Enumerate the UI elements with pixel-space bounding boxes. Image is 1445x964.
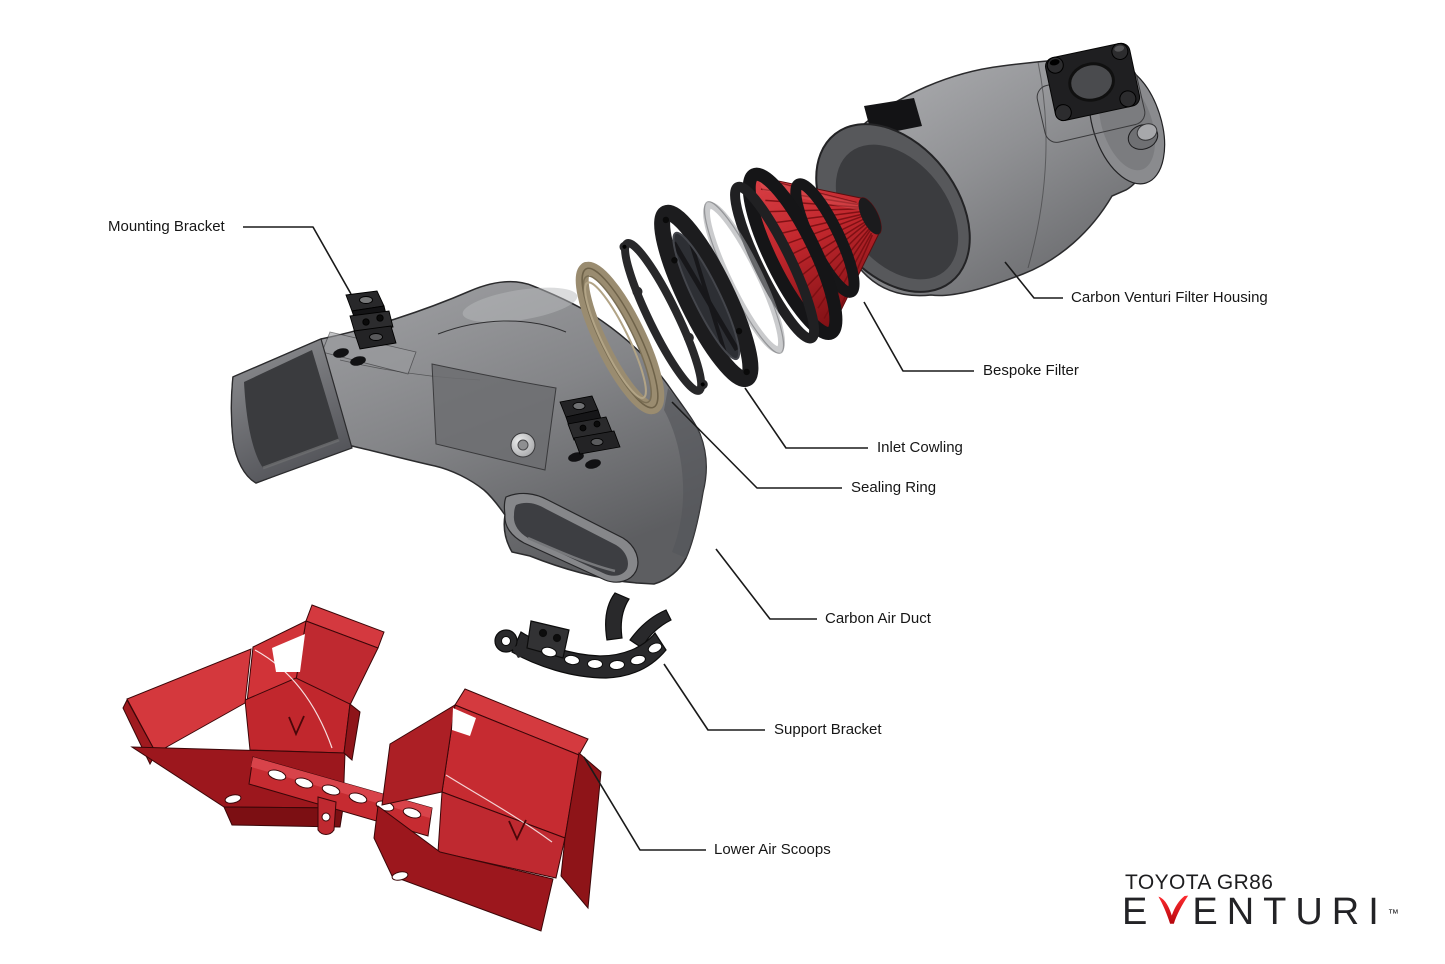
label-mounting-bracket: Mounting Bracket — [108, 218, 225, 235]
label-inlet-cowling: Inlet Cowling — [877, 439, 963, 456]
leader-sealing-ring — [671, 401, 842, 489]
label-carbon-air-duct: Carbon Air Duct — [825, 610, 931, 627]
carbon-air-duct-part — [230, 280, 707, 585]
leader-mounting-bracket — [243, 226, 352, 295]
label-sealing-ring: Sealing Ring — [851, 479, 937, 496]
carbon-venturi-filter-housing-part — [815, 42, 1166, 297]
lower-air-scoop-right — [373, 688, 602, 932]
label-carbon-venturi-filter-housing: Carbon Venturi Filter Housing — [1071, 289, 1268, 306]
mounting-bracket-part — [345, 290, 397, 350]
brand-logo: E ENTURI ™ — [1122, 893, 1399, 933]
eventuri-v-icon — [1158, 895, 1189, 924]
leader-bespoke-filter — [863, 301, 974, 372]
support-bracket-part — [494, 592, 672, 679]
leader-support-bracket — [663, 663, 765, 731]
inlet-cowling-part — [619, 181, 820, 395]
brand-letter-e: E — [1122, 891, 1157, 933]
lower-air-scoop-left — [122, 604, 385, 828]
trademark-symbol: ™ — [1387, 908, 1399, 920]
bespoke-filter-part — [742, 167, 882, 341]
sealing-ring-part — [575, 261, 665, 415]
throttle-flange — [1045, 42, 1141, 122]
v-mark-right — [508, 819, 527, 842]
label-bespoke-filter: Bespoke Filter — [983, 362, 1079, 379]
label-lower-air-scoops: Lower Air Scoops — [714, 841, 831, 858]
label-support-bracket: Support Bracket — [774, 721, 882, 738]
leader-lower-air-scoops — [583, 756, 706, 851]
leader-carbon-air-duct — [715, 548, 817, 620]
brand-letters-enturi: ENTURI — [1192, 891, 1388, 933]
leader-inlet-cowling — [744, 387, 868, 449]
vehicle-name: TOYOTA GR86 — [1125, 871, 1274, 894]
leader-carbon-venturi-filter-housing — [1004, 261, 1063, 299]
duct-bracket — [559, 395, 621, 455]
v-mark-left — [288, 715, 305, 737]
